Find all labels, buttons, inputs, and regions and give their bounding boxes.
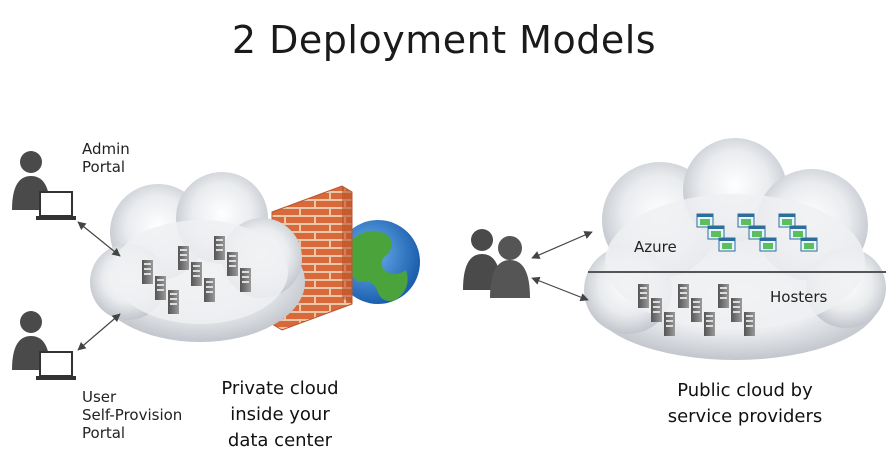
caption-line: Public cloud by [677,380,813,401]
user-label-line: User [82,388,117,406]
admin-arrow [77,221,121,257]
globe-icon [336,220,420,304]
vm-window-icon [789,225,807,240]
caption-line: Private cloud [221,378,339,399]
hosters-arrow [531,276,589,302]
private-cloud-caption: Private cloud inside your data center [200,376,360,454]
user-label-line: Self-Provision [82,406,183,424]
public-cloud-caption: Public cloud by service providers [640,378,850,430]
vm-window-icon [737,213,755,228]
caption-line: service providers [667,406,823,427]
user-portal-label: User Self-Provision Portal [82,388,182,442]
vm-window-icon [759,237,777,252]
server-icon [227,252,238,276]
vm-window-icon [800,237,818,252]
server-icon [731,298,742,322]
admin-person-icon [12,151,76,220]
admin-label-line: Portal [82,158,126,176]
admin-label-line: Admin [82,140,130,158]
user-arrow [77,313,121,351]
server-icon [178,246,189,270]
server-icon [214,236,225,260]
users-group-icon [463,229,530,298]
caption-line: inside your [230,404,330,425]
user-label-line: Portal [82,424,126,442]
server-icon [142,260,153,284]
server-icon [191,262,202,286]
server-icon [704,312,715,336]
server-icon [691,298,702,322]
server-icon [744,312,755,336]
vm-window-icon [707,225,725,240]
vm-window-icon [778,213,796,228]
azure-label: Azure [634,238,677,256]
vm-window-icon [748,225,766,240]
server-icon [204,278,215,302]
page-title: 2 Deployment Models [231,18,657,62]
admin-portal-label: Admin Portal [82,140,130,176]
server-icon [240,268,251,292]
server-icon [678,284,689,308]
cloud-icon [90,172,305,342]
caption-line: data center [227,430,333,451]
server-icon [155,276,166,300]
vm-window-icon [696,213,714,228]
server-icon [651,298,662,322]
server-icon [664,312,675,336]
user-person-icon [12,311,76,380]
server-icon [718,284,729,308]
azure-arrow [531,231,593,259]
server-icon [638,284,649,308]
vm-window-icon [718,237,736,252]
hosters-label: Hosters [770,288,828,306]
server-icon [168,290,179,314]
cloud-icon [584,138,886,360]
